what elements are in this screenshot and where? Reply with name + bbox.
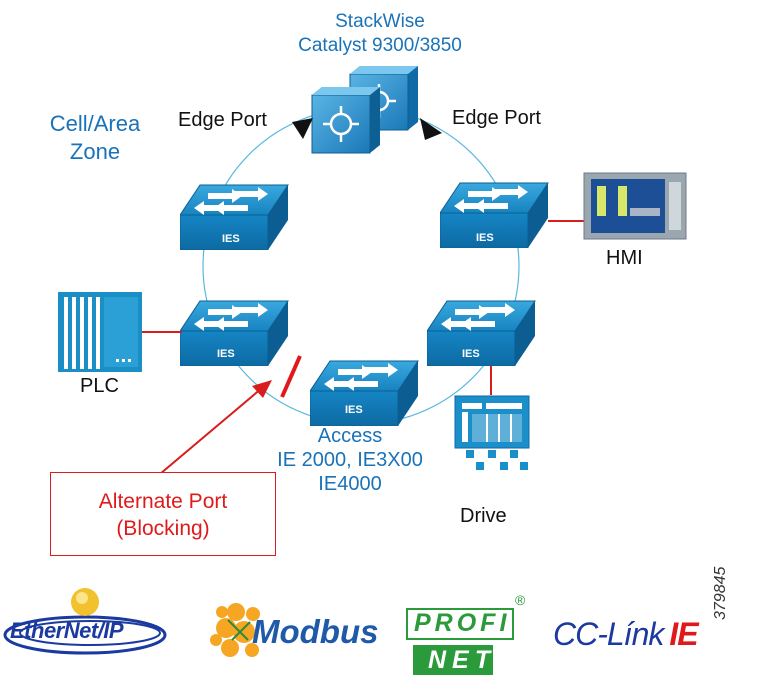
edge-port-right-label: Edge Port — [452, 107, 541, 129]
cclink-logo-ie: IE — [669, 616, 698, 652]
modbus-logo: Modbus — [252, 613, 379, 650]
ies-switch-top-left: IES — [180, 184, 289, 250]
ies-switch-top-right: IES — [440, 182, 549, 248]
ies-label: IES — [222, 233, 240, 245]
zone-label-line2: Zone — [69, 139, 121, 164]
profinet-logo-bottom: NET — [428, 646, 496, 674]
alternate-port-pointer-head — [252, 380, 272, 398]
access-label-line2: IE 2000, IE3X00 — [277, 449, 423, 471]
alternate-port-line2: (Blocking) — [116, 517, 210, 540]
ies-switch-mid-right: IES — [427, 300, 536, 366]
blocking-port-mark — [280, 355, 302, 398]
edge-port-right-arrow — [420, 118, 442, 140]
ies-label: IES — [345, 404, 363, 416]
core-title-line2: Catalyst 9300/3850 — [298, 35, 462, 56]
plc-device — [58, 292, 142, 372]
hmi-label: HMI — [606, 247, 643, 269]
access-label-line3: IE4000 — [318, 473, 382, 495]
edge-port-left-label: Edge Port — [178, 109, 267, 131]
plc-label: PLC — [80, 375, 119, 397]
core-switch-stack — [311, 66, 418, 154]
profinet-logo-top: PROFI — [414, 609, 511, 637]
figure-id: 379845 — [712, 566, 729, 620]
access-label-line1: Access — [317, 425, 383, 447]
hmi-device — [583, 172, 687, 240]
alternate-port-line1: Alternate Port — [98, 490, 228, 513]
zone-label-line1: Cell/Area — [49, 111, 141, 136]
ies-switch-mid-left: IES — [180, 300, 289, 366]
ies-label: IES — [462, 348, 480, 360]
cclink-logo-text: CC-Línk — [553, 616, 664, 652]
drive-label: Drive — [460, 505, 507, 527]
drive-device — [454, 395, 530, 470]
profinet-logo-graphic — [406, 608, 514, 675]
alternate-port-callout: Alternate Port (Blocking) — [50, 472, 276, 556]
ies-label: IES — [476, 232, 494, 244]
edge-port-left-arrow — [292, 118, 313, 139]
ethernetip-logo-graphic — [3, 588, 167, 655]
core-title-line1: StackWise — [335, 11, 425, 32]
profinet-registered-mark: ® — [515, 592, 526, 608]
ies-switch-bottom: IES — [310, 360, 419, 426]
alternate-port-pointer — [159, 387, 263, 475]
ethernetip-logo: EtherNet/IP — [10, 618, 124, 643]
ies-label: IES — [217, 348, 235, 360]
modbus-logo-graphic — [210, 603, 260, 657]
